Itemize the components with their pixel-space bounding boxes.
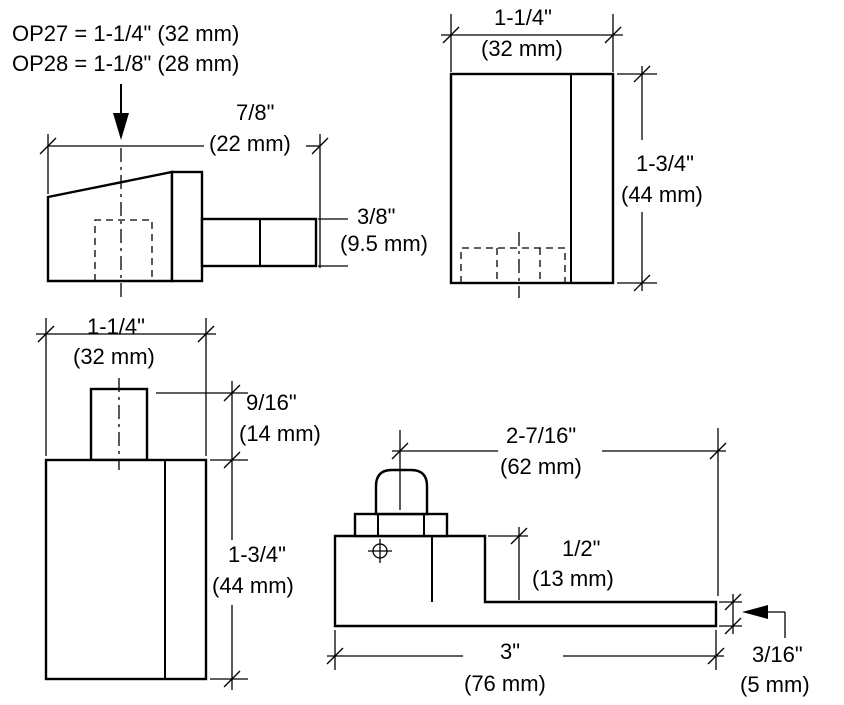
- front-width-mm: (32 mm): [73, 344, 155, 369]
- side-tongue-in: 3/8": [357, 204, 395, 229]
- end-height-in: 1-3/4": [636, 151, 694, 176]
- end-width-mm: (32 mm): [481, 36, 563, 61]
- side-length-mm: (22 mm): [209, 131, 291, 156]
- note-arrow: [113, 84, 129, 140]
- side-view: 7/8" (22 mm) 3/8" (9.5 mm): [39, 100, 428, 298]
- front-width-in: 1-1/4": [87, 314, 145, 339]
- front-boss-mm: (14 mm): [239, 421, 321, 446]
- arm-pivot-cap: [374, 468, 429, 516]
- front-boss-in: 9/16": [246, 390, 297, 415]
- front-height-in: 1-3/4": [228, 542, 286, 567]
- end-width-in: 1-1/4": [494, 5, 552, 30]
- arm-pivot-mm: (62 mm): [500, 454, 582, 479]
- front-view: 1-1/4" (32 mm) 9/16" (14 mm) 1-3/4" (44 …: [36, 314, 321, 690]
- end-view: 1-1/4" (32 mm) 1-3/4" (44 mm): [441, 5, 703, 298]
- side-tongue-mm: (9.5 mm): [340, 231, 428, 256]
- arm-length-mm: (76 mm): [464, 671, 546, 696]
- side-flange: [170, 170, 204, 283]
- side-body: [46, 170, 174, 283]
- note-op28: OP28 = 1-1/8" (28 mm): [12, 51, 239, 76]
- front-height-mm: (44 mm): [212, 573, 294, 598]
- end-height-mm: (44 mm): [621, 182, 703, 207]
- arm-length-in: 3": [500, 639, 520, 664]
- arm-view: 2-7/16" (62 mm) 1/2" (13 mm) 3" (76 mm) …: [326, 423, 810, 697]
- arm-thick-in: 3/16": [752, 642, 803, 667]
- arm-thick-mm: (5 mm): [740, 672, 810, 697]
- arm-step-mm: (13 mm): [532, 566, 614, 591]
- front-body: [44, 458, 208, 681]
- arm-nut: [353, 512, 449, 538]
- side-length-in: 7/8": [236, 100, 274, 125]
- arm-step-in: 1/2": [562, 536, 600, 561]
- arm-pivot-in: 2-7/16": [506, 423, 576, 448]
- end-body: [449, 72, 615, 285]
- arm-body: [333, 534, 718, 628]
- note-op27: OP27 = 1-1/4" (32 mm): [12, 21, 239, 46]
